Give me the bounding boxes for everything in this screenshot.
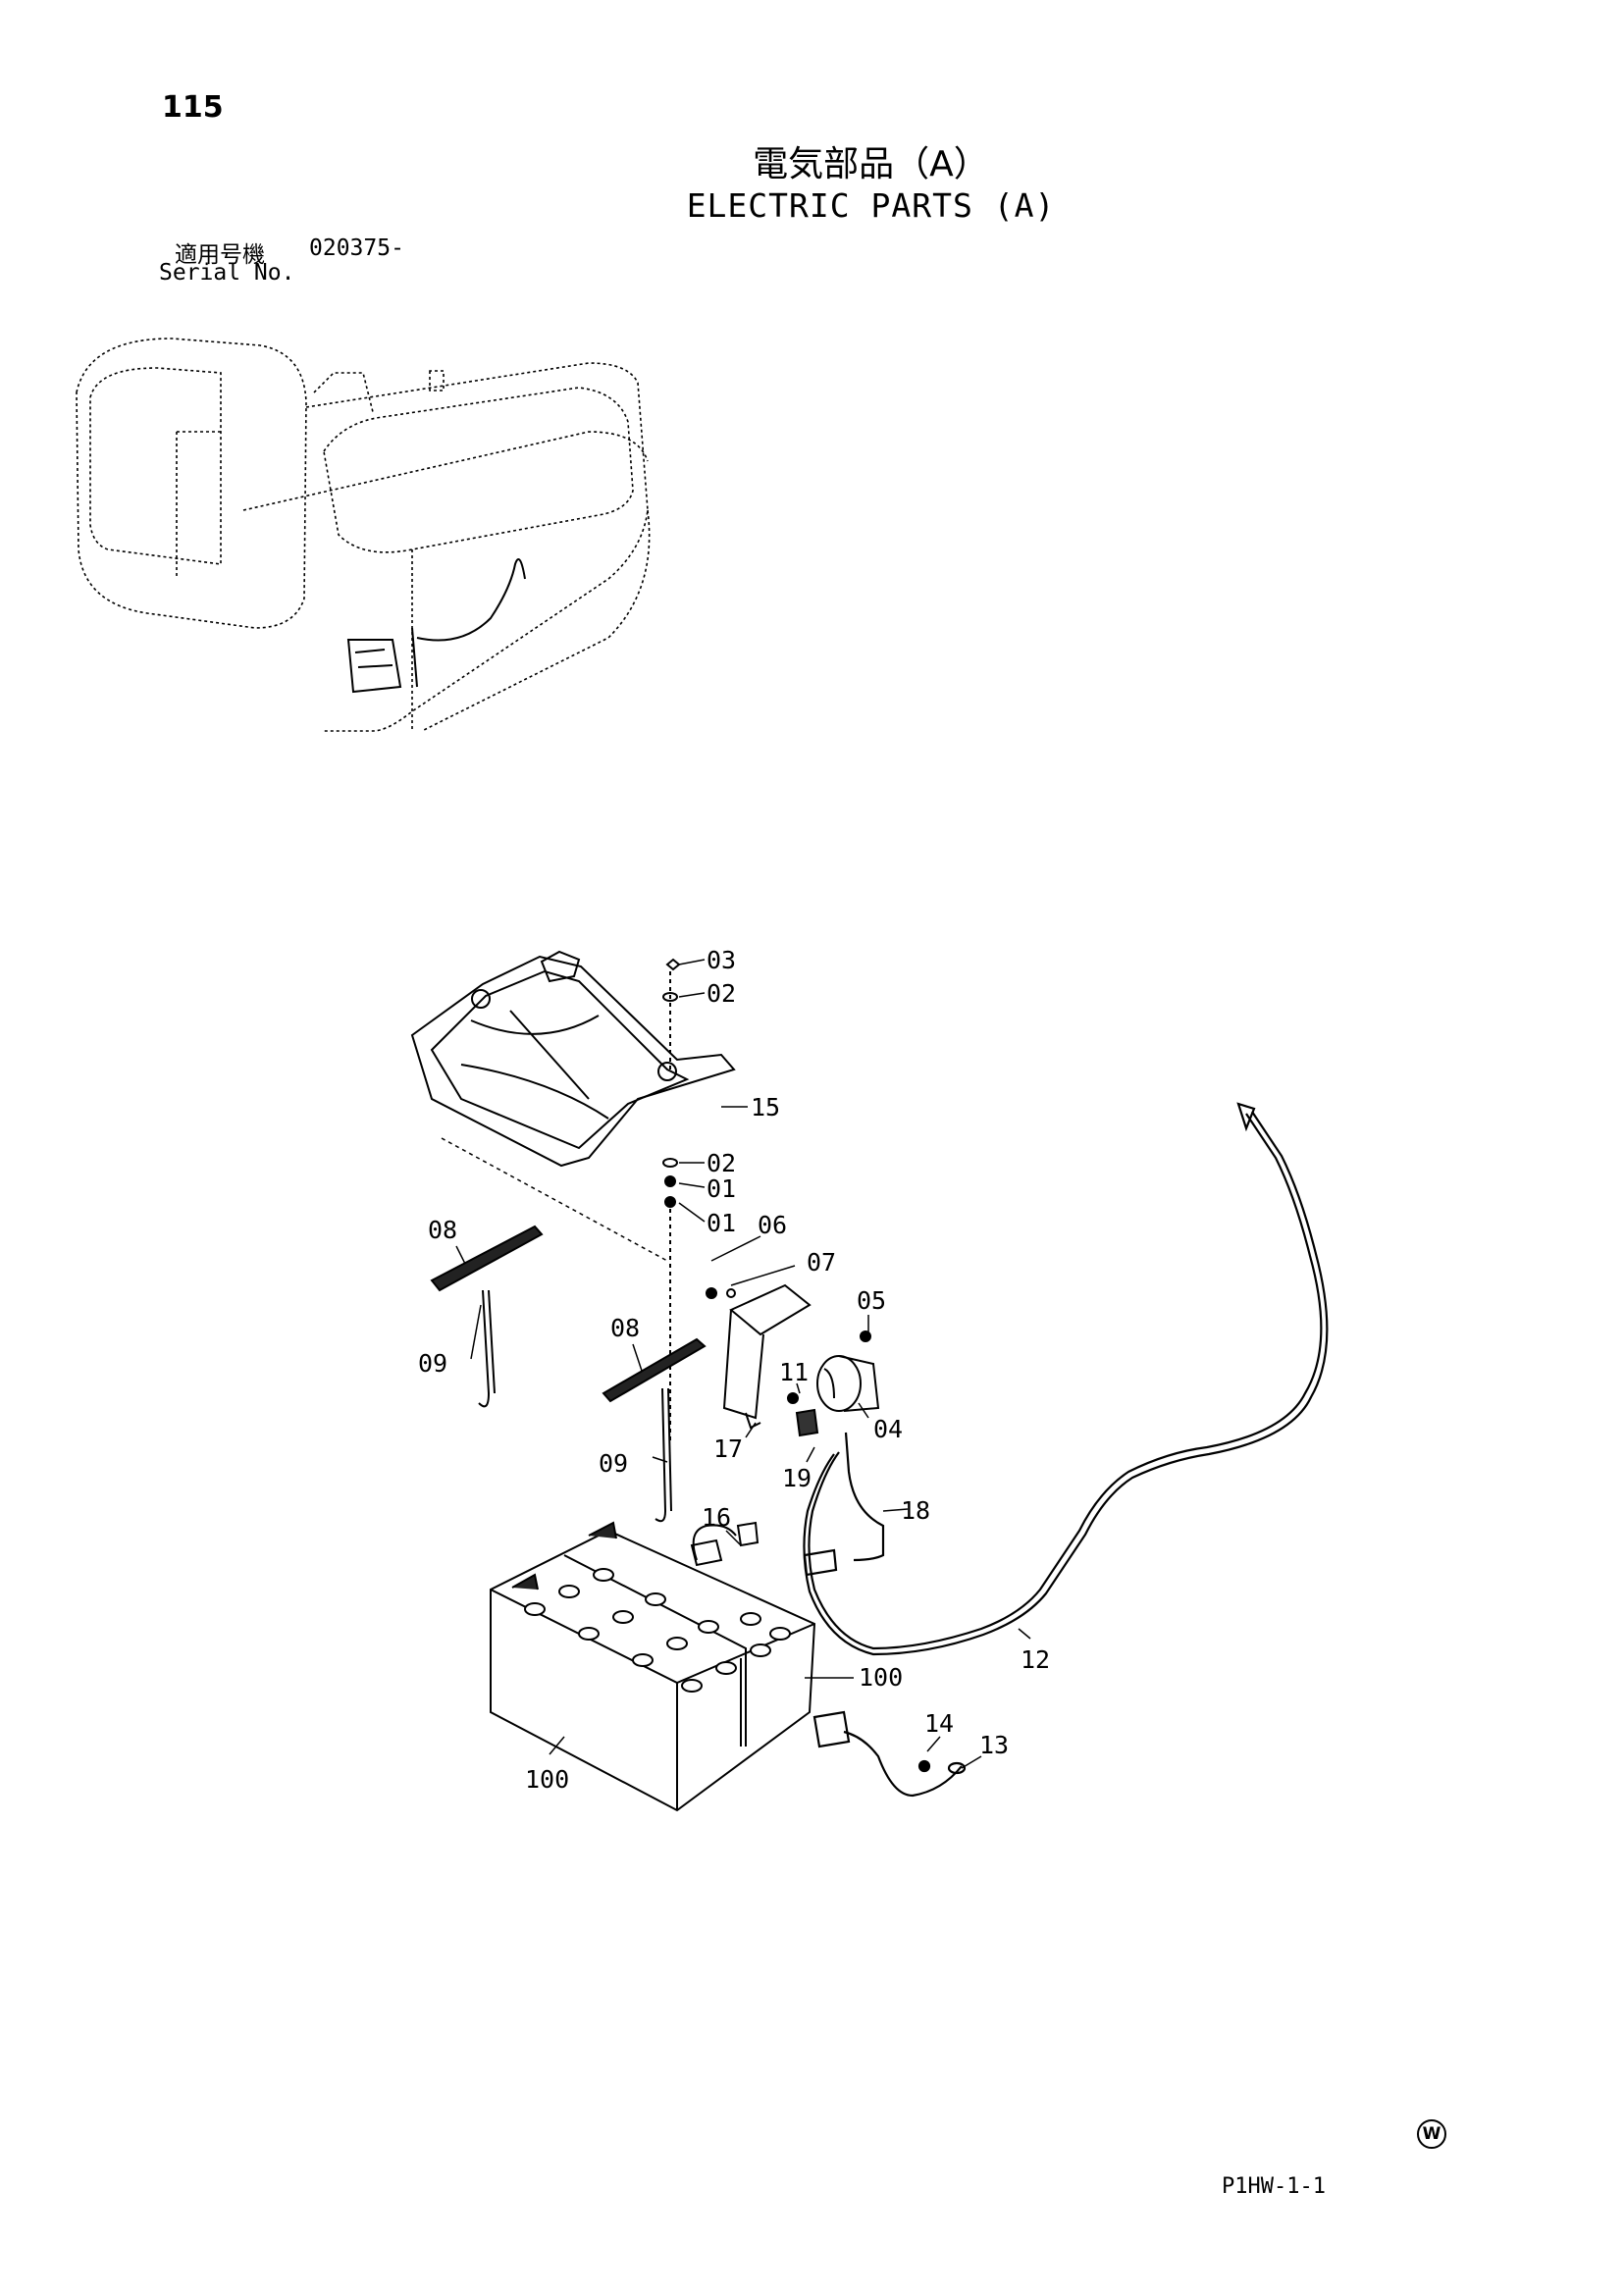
callout-06: 06 — [758, 1211, 787, 1239]
callout-13: 13 — [979, 1731, 1009, 1759]
serial-number-value: 020375- — [309, 235, 404, 261]
callout-09: 09 — [418, 1349, 447, 1378]
callout-08: 08 — [610, 1314, 640, 1342]
relay-bracket — [706, 1283, 812, 1430]
callout-04: 04 — [873, 1415, 903, 1443]
callout-leader-lines — [441, 959, 1031, 1769]
serial-label-english: Serial No. — [159, 260, 295, 286]
callout-16: 16 — [702, 1503, 731, 1532]
floor-cover-plate — [410, 950, 736, 1168]
callout-12: 12 — [1021, 1645, 1050, 1674]
callout-01: 01 — [707, 1174, 736, 1203]
callout-01: 01 — [707, 1209, 736, 1237]
callout-100: 100 — [859, 1663, 903, 1692]
page-number: 115 — [162, 90, 224, 125]
figure-code: P1HW-1-1 — [1222, 2174, 1326, 2199]
callout-14: 14 — [924, 1709, 954, 1738]
callout-07: 07 — [807, 1248, 836, 1277]
batteries — [490, 1521, 816, 1812]
w-circle-mark: W — [1417, 2119, 1446, 2149]
battery-jumper-cable — [690, 1521, 760, 1567]
battery-relay — [787, 1330, 880, 1437]
hold-down-strips — [430, 1225, 707, 1523]
callout-15: 15 — [751, 1093, 780, 1121]
callout-17: 17 — [713, 1434, 743, 1463]
callout-100: 100 — [525, 1765, 569, 1794]
callout-19: 19 — [782, 1464, 812, 1492]
callout-02: 02 — [707, 979, 736, 1008]
serial-label-japanese: 適用号機 — [175, 242, 265, 268]
callout-05: 05 — [857, 1286, 886, 1315]
callout-03: 03 — [707, 946, 736, 974]
callout-11: 11 — [779, 1358, 809, 1386]
callout-02: 02 — [707, 1149, 736, 1177]
callout-08: 08 — [428, 1216, 457, 1244]
callout-18: 18 — [901, 1496, 930, 1525]
page-title-japanese: 電気部品（A） — [753, 144, 989, 184]
callout-09: 09 — [599, 1449, 628, 1478]
bolt-washer-stack — [662, 958, 681, 1442]
wiring-harness — [803, 1102, 1329, 1798]
page-title-english: ELECTRIC PARTS (A) — [686, 186, 1056, 225]
